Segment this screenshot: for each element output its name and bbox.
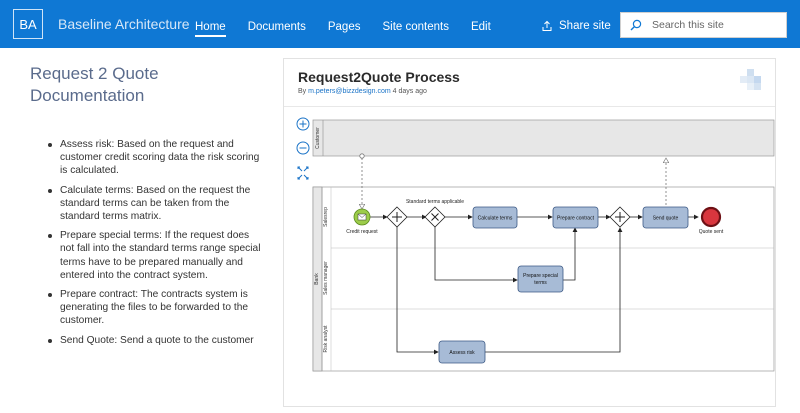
search-icon [630,19,642,31]
list-item: Calculate terms: Based on the request th… [46,184,264,224]
share-icon [542,20,552,31]
description-list: Assess risk: Based on the request and cu… [46,138,264,353]
task-prepare-special-terms[interactable]: Prepare special terms [517,265,564,293]
process-title: Request2Quote Process [298,69,460,85]
list-item: Prepare special terms: If the request do… [46,229,264,282]
task-label: Prepare special [523,273,558,279]
site-title[interactable]: Baseline Architecture [58,16,190,32]
customer-pool: Customer [312,119,775,157]
sequence-flows [370,214,699,355]
nav-documents[interactable]: Documents [247,21,306,33]
top-nav: Home Documents Pages Site contents Edit [195,0,513,48]
start-event-label: Credit request [346,229,378,235]
end-event-quote-sent[interactable] [700,206,722,228]
process-viewer-panel: Request2Quote Process By m.peters@bizzde… [283,58,776,407]
nav-edit[interactable]: Edit [470,21,491,33]
nav-pages[interactable]: Pages [327,21,361,33]
parallel-gateway-split[interactable] [386,206,408,228]
list-item: Assess risk: Based on the request and cu… [46,138,264,178]
site-logo[interactable]: BA [13,9,43,39]
start-event-credit-request[interactable] [353,208,371,226]
parallel-gateway-join[interactable] [609,206,631,228]
bpmn-diagram: Customer Bank Salesrep Sales manager Ris… [296,117,775,372]
suite-bar: BA Baseline Architecture Home Documents … [0,0,800,48]
lane-salesrep-label: Salesrep [323,207,329,227]
customer-pool-label: Customer [315,127,321,149]
task-prepare-contract[interactable]: Prepare contract [552,206,599,229]
task-label: Prepare contract [557,216,595,222]
process-meta: By m.peters@bizzdesign.com 4 days ago [298,88,427,95]
lane-risk-analyst-label: Risk analyst [323,325,329,353]
task-label: Send quote [653,216,679,222]
task-label: terms [534,280,547,286]
task-assess-risk[interactable]: Assess risk [438,340,486,364]
exclusive-gateway-standard-terms[interactable] [424,206,446,228]
share-label: Share site [559,20,611,32]
zoom-in-button[interactable] [296,117,310,131]
list-item: Prepare contract: The contracts system i… [46,288,264,328]
page-title: Request 2 Quote Documentation [30,64,159,105]
fit-to-screen-icon[interactable] [297,166,309,180]
search-input[interactable] [652,19,772,31]
end-event-label: Quote sent [699,229,724,235]
task-label: Calculate terms [478,216,513,222]
timestamp: 4 days ago [392,88,427,95]
gateway-label: Standard terms applicable [406,199,464,205]
bank-pool-label: Bank [314,273,320,285]
by-label: By [298,88,307,95]
zoom-out-button[interactable] [296,141,310,155]
panel-header: Request2Quote Process By m.peters@bizzde… [284,59,775,107]
nav-site-contents[interactable]: Site contents [382,21,449,33]
task-calculate-terms[interactable]: Calculate terms [472,206,518,229]
task-label: Assess risk [449,350,475,356]
list-item: Send Quote: Send a quote to the customer [46,334,264,347]
nav-home[interactable]: Home [195,0,226,48]
task-send-quote[interactable]: Send quote [642,206,689,229]
author-link[interactable]: m.peters@bizzdesign.com [308,88,391,95]
share-site-button[interactable]: Share site [541,20,611,32]
search-box[interactable] [620,12,787,38]
lane-sales-manager-label: Sales manager [323,261,329,295]
bizzdesign-logo [740,69,761,90]
